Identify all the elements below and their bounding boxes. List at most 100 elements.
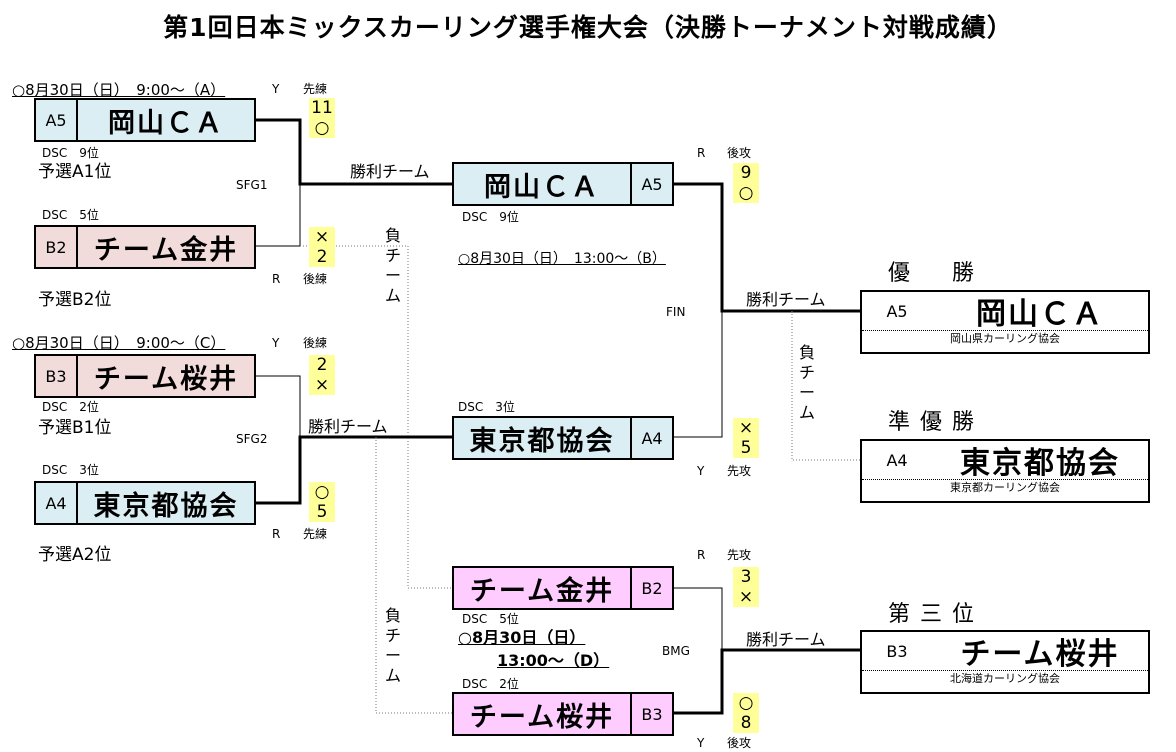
fin-label: FIN <box>666 305 686 319</box>
fin-team1-side: R <box>697 146 706 160</box>
champion-box: A5 岡山ＣＡ 岡山県カーリング協会 <box>860 290 1150 354</box>
result-mark: ○ <box>314 482 330 502</box>
sfg1-date: ○8月30日（日） 9:00～（A） <box>12 81 226 99</box>
runner-up-box: A4 東京都協会 東京都カーリング協会 <box>860 439 1150 503</box>
result-mark: × <box>314 375 330 395</box>
fin-team2-order: 先攻 <box>727 464 752 478</box>
sfg2-team2-score: ○ 5 <box>309 482 335 522</box>
score-value: 11 <box>311 98 333 118</box>
sfg1-team2-side: R <box>272 272 281 286</box>
team-name: 岡山ＣＡ <box>976 297 1104 332</box>
sfg2-team2-side: R <box>272 527 281 541</box>
bmg-team2-dsc: DSC 2位 <box>462 677 519 691</box>
sfg1-team1-box: A5 岡山ＣＡ <box>34 98 256 142</box>
team-code: A4 <box>630 418 672 458</box>
sfg2-team2-dsc: DSC 3位 <box>42 463 99 477</box>
team-code: B3 <box>630 694 672 734</box>
bmg-winner-label: 勝利チーム <box>746 630 826 649</box>
sfg1-team1-rank: 予選A1位 <box>38 162 112 182</box>
sfg1-team2-dsc: DSC 5位 <box>42 208 99 222</box>
loser-label-3: 負チーム <box>798 343 815 422</box>
result-mark: × <box>738 587 754 607</box>
team-code: A5 <box>886 301 908 321</box>
team-code: B2 <box>630 568 672 608</box>
champion-place-label: 優 勝 <box>888 261 985 286</box>
team-code: B3 <box>886 641 908 661</box>
sfg2-team1-rank: 予選B1位 <box>38 418 112 438</box>
team-name: チーム桜井 <box>93 363 239 395</box>
team-code: A4 <box>36 483 78 523</box>
sfg2-team1-dsc: DSC 2位 <box>42 400 99 414</box>
sfg1-team1-dsc: DSC 9位 <box>42 146 99 160</box>
score-value: 9 <box>740 163 752 183</box>
score-value: 2 <box>316 355 328 375</box>
team-name: 東京都協会 <box>960 446 1120 481</box>
score-value: 5 <box>316 502 328 522</box>
bmg-label: BMG <box>662 644 690 658</box>
sfg1-label: SFG1 <box>236 178 268 192</box>
bmg-date-line2: 13:00～（D） <box>497 651 610 670</box>
sfg2-winner-label: 勝利チーム <box>308 417 388 436</box>
sfg2-team1-score: 2 × <box>309 355 335 395</box>
team-name: 岡山ＣＡ <box>108 107 224 139</box>
team-name: チーム桜井 <box>960 637 1120 672</box>
sfg1-team2-score: × 2 <box>309 227 335 267</box>
fin-date: ○8月30日（日） 13:00～（B） <box>458 251 666 267</box>
sfg1-team2-box: B2 チーム金井 <box>34 225 256 269</box>
third-place-box: B3 チーム桜井 北海道カーリング協会 <box>860 630 1150 694</box>
bmg-team1-side: R <box>697 548 706 562</box>
bmg-team2-score: ○ 8 <box>733 693 759 733</box>
sfg2-team2-rank: 予選A2位 <box>38 545 112 565</box>
bmg-team1-score: 3 × <box>733 567 759 607</box>
sfg1-winner-label: 勝利チーム <box>350 162 430 181</box>
result-mark: ○ <box>738 183 754 203</box>
bmg-date-line1: ○8月30日（日） <box>458 628 586 647</box>
score-value: 8 <box>740 713 752 733</box>
team-code: B3 <box>36 356 78 396</box>
bmg-team2-side: Y <box>697 736 705 750</box>
fin-team2-box: 東京都協会 A4 <box>452 416 674 460</box>
bmg-team1-order: 先攻 <box>727 548 752 562</box>
sfg2-team2-box: A4 東京都協会 <box>34 481 256 525</box>
loser-label-1: 負チーム <box>384 226 401 305</box>
team-name: チーム金井 <box>93 234 239 266</box>
sfg2-team1-side: Y <box>272 336 280 350</box>
bmg-team2-order: 後攻 <box>727 736 752 750</box>
sfg1-team2-rank: 予選B2位 <box>38 290 112 310</box>
fin-team1-score: 9 ○ <box>733 163 759 203</box>
bmg-team2-box: チーム桜井 B3 <box>452 692 674 736</box>
fin-team2-side: Y <box>697 464 705 478</box>
fin-winner-label: 勝利チーム <box>746 290 826 309</box>
sfg1-team1-side: Y <box>272 82 280 96</box>
result-mark: ○ <box>314 118 330 138</box>
sfg1-team1-order: 先練 <box>303 82 328 96</box>
page-title: 第1回日本ミックスカーリング選手権大会（決勝トーナメント対戦成績） <box>163 13 1013 42</box>
result-mark: ○ <box>738 693 754 713</box>
fin-team1-order: 後攻 <box>727 146 752 160</box>
result-mark: × <box>738 418 754 438</box>
sfg2-date: ○8月30日（日） 9:00～（C） <box>12 334 226 352</box>
sfg2-team2-order: 先練 <box>303 527 328 541</box>
sfg1-team1-score: 11 ○ <box>309 98 335 138</box>
runner-up-place-label: 準優勝 <box>888 410 985 435</box>
bmg-team1-dsc: DSC 5位 <box>462 612 519 626</box>
team-code: A5 <box>36 100 78 140</box>
sfg2-label: SFG2 <box>236 432 268 446</box>
team-name: 岡山ＣＡ <box>484 171 600 203</box>
sfg2-team1-order: 後練 <box>303 336 328 350</box>
fin-team1-dsc: DSC 9位 <box>462 210 519 224</box>
fin-team2-score: × 5 <box>733 418 759 458</box>
score-value: 2 <box>316 247 328 267</box>
score-value: 3 <box>740 567 752 587</box>
result-mark: × <box>314 227 330 247</box>
team-name: 東京都協会 <box>469 425 615 457</box>
loser-label-2: 負チーム <box>384 606 401 685</box>
team-code: A4 <box>886 450 908 470</box>
fin-team1-box: 岡山ＣＡ A5 <box>452 162 674 206</box>
association-name: 岡山県カーリング協会 <box>862 330 1148 347</box>
association-name: 北海道カーリング協会 <box>862 670 1148 687</box>
team-code: A5 <box>630 164 672 204</box>
team-name: チーム桜井 <box>469 701 615 733</box>
team-name: 東京都協会 <box>93 490 239 522</box>
sfg1-team2-order: 後練 <box>303 272 328 286</box>
